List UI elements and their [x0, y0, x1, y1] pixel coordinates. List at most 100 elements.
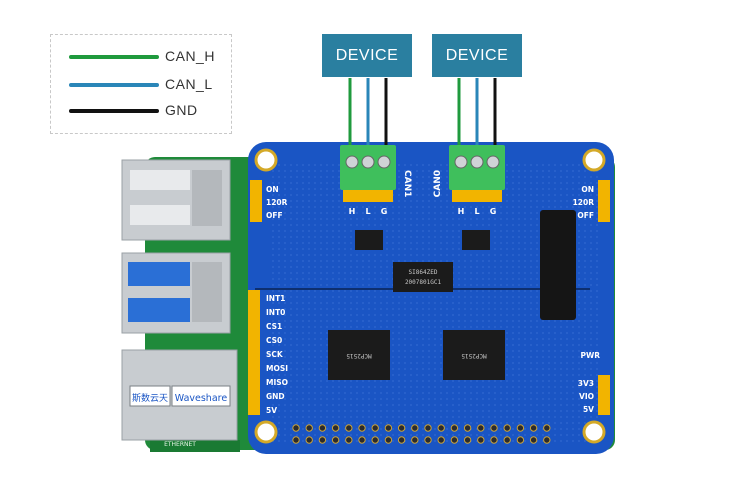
usb-port-top	[121, 159, 231, 241]
ethernet-port: 斯数云天 Waveshare ETHERNET	[121, 349, 238, 448]
gpio-pin	[318, 436, 327, 444]
pin-l-can0: L	[474, 207, 479, 216]
pin-labels: INT1 INT0 CS1 CS0 SCK MOSI MISO GND 5V	[266, 294, 288, 415]
device-box-can1: DEVICE	[322, 34, 412, 77]
transceiver-chip-can1	[355, 230, 383, 250]
isolator-chip-line1: SI864ZED	[409, 269, 438, 276]
legend-label-can-l: CAN_L	[165, 76, 213, 92]
gpio-pin	[437, 436, 445, 444]
terminal-can1	[340, 145, 396, 202]
gpio-pin	[331, 436, 340, 444]
gpio-pin	[305, 424, 313, 432]
pin-label-gnd: GND	[266, 392, 285, 401]
jumper-left-off: OFF	[266, 211, 283, 220]
gpio-pin	[503, 424, 511, 432]
gpio-pin	[371, 436, 379, 444]
gpio-pin	[516, 424, 525, 432]
jumper-left-120r: 120R	[266, 198, 288, 207]
pin-l-can1: L	[365, 207, 370, 216]
isolator-chip: SI864ZED 2007801GC1	[393, 262, 453, 292]
pin-h-can1: H	[349, 207, 356, 216]
gpio-pin	[397, 436, 406, 444]
gnd-line-swatch	[69, 109, 159, 113]
can-l-line-swatch	[69, 83, 159, 87]
mcp2515-right-label: MCP2515	[461, 352, 487, 359]
gpio-pin	[463, 436, 472, 444]
can1-silk-label: CAN1	[402, 170, 412, 197]
jumper-left-on: ON	[266, 185, 279, 194]
pin-h-can0: H	[458, 207, 465, 216]
gpio-pin	[503, 436, 511, 444]
jumper-right-120r: 120R	[573, 198, 595, 207]
pin-label-mosi: MOSI	[266, 364, 288, 373]
rj45-label-brand: Waveshare	[175, 393, 228, 404]
gpio-pin	[371, 424, 379, 432]
gpio-pin	[292, 436, 300, 444]
mcp2515-chip-right: MCP2515	[443, 330, 505, 380]
pwr-label: PWR	[580, 351, 600, 360]
gpio-pin	[411, 436, 419, 444]
mcp2515-chip-left: MCP2515	[328, 330, 390, 380]
legend-item-can-l: CAN_L	[65, 75, 225, 95]
pin-g-can1: G	[381, 207, 388, 216]
terminal-can0	[449, 145, 505, 202]
legend-item-gnd: GND	[65, 101, 225, 121]
legend-label-gnd: GND	[165, 102, 198, 118]
jumper-right	[598, 180, 610, 222]
gpio-pin	[543, 436, 551, 444]
pin-label-5v: 5V	[266, 406, 277, 415]
gpio-pin	[411, 424, 419, 432]
gpio-pin	[490, 436, 498, 444]
pin-g-can0: G	[490, 207, 497, 216]
pi-ethernet-silk: ETHERNET	[164, 441, 196, 448]
pin-label-cs1: CS1	[266, 322, 282, 331]
legend-item-can-h: CAN_H	[65, 47, 225, 67]
gpio-pin	[397, 424, 406, 432]
pin-label-cs0: CS0	[266, 336, 282, 345]
isolator-chip-line2: 2007801GC1	[405, 279, 442, 286]
gpio-pin	[516, 436, 525, 444]
pin-label-int1: INT1	[266, 294, 285, 303]
side-connector	[540, 210, 576, 320]
transceiver-chip-can0	[462, 230, 490, 250]
can-h-line-swatch	[69, 55, 159, 59]
gpio-pin	[477, 424, 485, 432]
gpio-pin	[318, 424, 327, 432]
gpio-pin	[477, 436, 485, 444]
gpio-pin	[384, 424, 393, 432]
gpio-pin	[424, 436, 432, 444]
gpio-pin	[529, 424, 538, 432]
gpio-pin	[292, 424, 300, 432]
gpio-pin	[543, 424, 551, 432]
power-3v3-label: 3V3	[578, 379, 594, 388]
gpio-pin	[450, 436, 459, 444]
gpio-pin	[490, 424, 498, 432]
pin-header-left	[248, 290, 260, 415]
power-jumper	[598, 375, 610, 415]
pin-label-miso: MISO	[266, 378, 288, 387]
gpio-pin	[529, 436, 538, 444]
pin-label-int0: INT0	[266, 308, 285, 317]
wire-legend: CAN_H CAN_L GND	[50, 34, 232, 134]
gpio-pin	[331, 424, 340, 432]
jumper-left	[250, 180, 262, 222]
jumper-right-on: ON	[581, 185, 594, 194]
gpio-pin	[305, 436, 313, 444]
gpio-pin	[437, 424, 445, 432]
pin-label-sck: SCK	[266, 350, 284, 359]
gpio-pin	[384, 436, 393, 444]
mcp2515-left-label: MCP2515	[346, 352, 372, 359]
gpio-pin	[358, 436, 366, 444]
power-5v-label: 5V	[583, 405, 594, 414]
gpio-pin	[358, 424, 366, 432]
legend-label-can-h: CAN_H	[165, 48, 215, 64]
device-box-can0: DEVICE	[432, 34, 522, 77]
jumper-right-off: OFF	[577, 211, 594, 220]
gpio-pin	[424, 424, 432, 432]
usb-port-bottom	[121, 252, 231, 334]
gpio-pin	[463, 424, 472, 432]
gpio-header	[292, 424, 551, 444]
gpio-pin	[345, 424, 353, 432]
can0-silk-label: CAN0	[433, 170, 443, 197]
